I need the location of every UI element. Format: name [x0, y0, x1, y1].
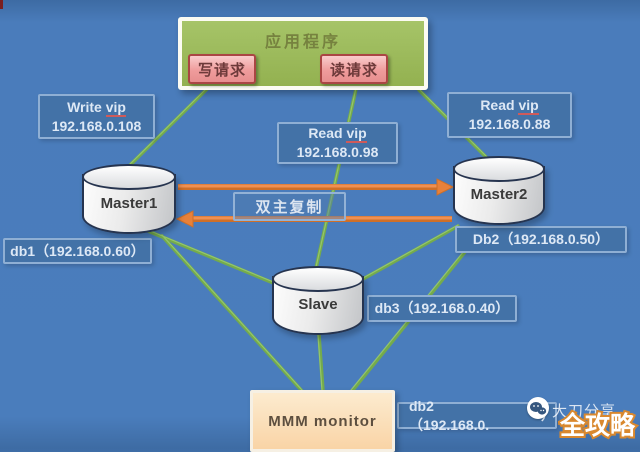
line-highlight: [120, 87, 208, 174]
dual-master-replication-label: 双主复制: [233, 192, 346, 221]
read-vip-word: vip: [518, 97, 539, 116]
slave-cylinder: Slave: [272, 266, 364, 335]
read-vip-box-middle: Read vip 192.168.0.98: [277, 122, 398, 164]
master2-cylinder: Master2: [453, 156, 545, 225]
write-request-button: 写请求: [188, 54, 256, 84]
read-request-button: 读请求: [320, 54, 388, 84]
write-vip-word: vip: [105, 98, 126, 117]
db3-host-label: db3（192.168.0.40）: [367, 295, 517, 322]
read-vip-label: Read: [308, 125, 347, 142]
read-vip-label: Read: [480, 97, 519, 114]
line-highlight: [353, 224, 459, 284]
slave-cylinder-top: [272, 266, 364, 292]
master2-cylinder-top: [453, 156, 545, 182]
watermark-share-text: 大刀分享: [552, 403, 617, 420]
line-slave-to-monitor: [317, 333, 325, 393]
mmm-monitor-box: MMM monitor: [250, 390, 395, 452]
line-write-request-to-master1: [119, 87, 209, 176]
write-vip-ip: 192.168.0.108: [51, 117, 142, 134]
master1-cylinder: Master1: [82, 164, 176, 234]
read-vip-ip: 192.168.0.98: [296, 144, 379, 160]
watermark-brand: 全攻略: [558, 409, 638, 442]
line-highlight: [147, 229, 284, 287]
line-highlight: [317, 334, 323, 391]
write-vip-box: Write vip 192.168.0.108: [38, 94, 155, 139]
db2-host-label-master2: Db2（192.168.0.50）: [455, 226, 627, 253]
db2-monitor-text: db2（192.168.0.: [409, 397, 490, 433]
line-master1-to-monitor: [160, 234, 304, 393]
read-vip-word: vip: [346, 125, 367, 144]
wechat-share-icon: [527, 397, 549, 419]
line-highlight: [161, 234, 303, 391]
line-highlight: [313, 87, 357, 277]
read-vip-ip: 192.168.0.88: [468, 116, 551, 132]
db1-host-label: db1（192.168.0.60）: [3, 238, 152, 264]
line-master2-to-slave: [352, 224, 460, 286]
read-vip-box-right: Read vip 192.168.0.88: [447, 92, 572, 138]
watermark-brand-text: 全攻略: [559, 411, 636, 440]
write-vip-label: Write: [67, 98, 106, 115]
arrow-master1-to-master2: [178, 178, 455, 196]
application-title: 应用程序: [264, 34, 341, 51]
corner-mark: [0, 0, 3, 9]
line-master1-to-slave: [146, 229, 285, 289]
master1-cylinder-top: [82, 164, 176, 190]
application-box: 应用程序 写请求 读请求: [178, 17, 428, 90]
